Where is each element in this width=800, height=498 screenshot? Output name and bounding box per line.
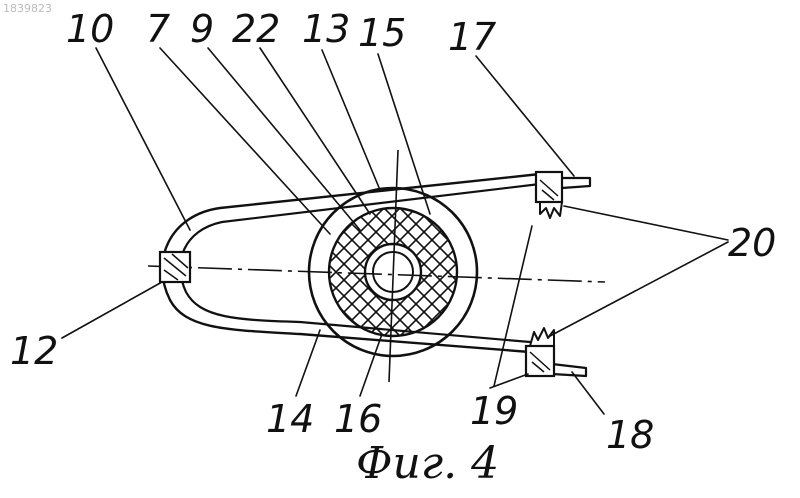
label-10: 10 <box>66 7 114 51</box>
label-20: 20 <box>728 221 776 265</box>
label-19: 19 <box>470 389 518 433</box>
upper-clamp <box>536 172 562 218</box>
figure-caption: Фиг. 4 <box>356 438 499 489</box>
label-9: 9 <box>190 7 214 51</box>
label-13: 13 <box>302 7 350 51</box>
label-17: 17 <box>448 15 496 59</box>
label-15: 15 <box>358 11 406 55</box>
label-12: 12 <box>10 329 58 373</box>
label-14: 14 <box>266 397 314 441</box>
lower-clamp <box>526 328 554 376</box>
label-18: 18 <box>606 413 654 457</box>
label-7: 7 <box>146 7 170 51</box>
label-22: 22 <box>232 7 280 51</box>
left-clamp <box>160 252 190 282</box>
document-id: 1839823 <box>3 2 52 15</box>
label-16: 16 <box>334 397 382 441</box>
